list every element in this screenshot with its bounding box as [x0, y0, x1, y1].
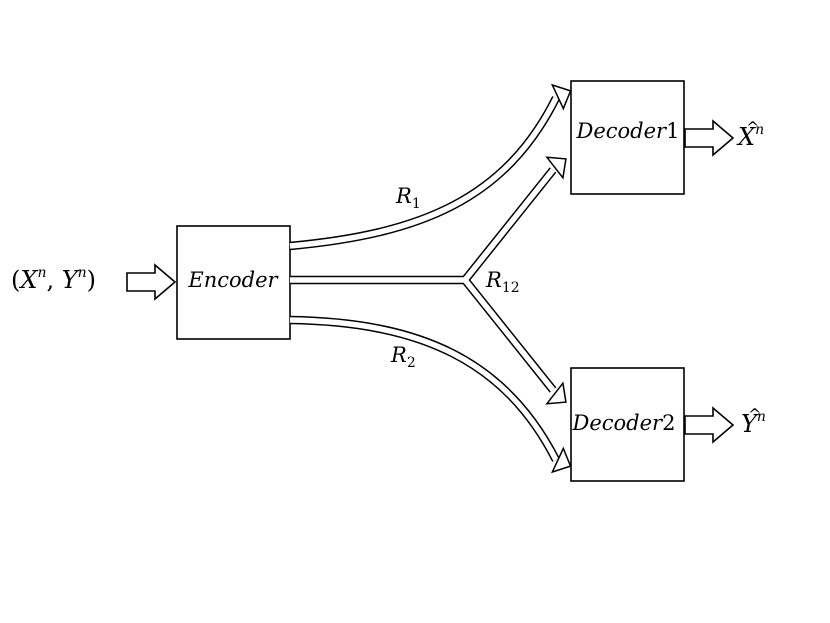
output1-arrow: [684, 119, 735, 157]
decoder2-block: Decoder2: [570, 367, 685, 482]
input-arrow: [126, 263, 177, 301]
link-r1: [289, 78, 577, 251]
output1-hat: ^: [746, 118, 759, 137]
encoder-block: Encoder: [176, 225, 291, 340]
decoder1-block: Decoder1: [570, 80, 685, 195]
output1-label: Xn: [736, 122, 764, 151]
encoder-label: Encoder: [187, 268, 279, 292]
input-label: (Xn, Yn): [11, 265, 96, 294]
decoder1-label: Decoder1: [576, 119, 680, 143]
output2-hat: ^: [748, 405, 761, 424]
output2-label: Yn: [741, 409, 766, 438]
label-r1: R1: [395, 184, 421, 212]
output2-arrow: [684, 406, 735, 444]
label-r2: R2: [390, 343, 416, 371]
link-r2: [289, 315, 577, 479]
link-r12: [290, 147, 575, 414]
label-r12: R12: [485, 268, 520, 296]
decoder2-label: Decoder2: [572, 411, 676, 435]
